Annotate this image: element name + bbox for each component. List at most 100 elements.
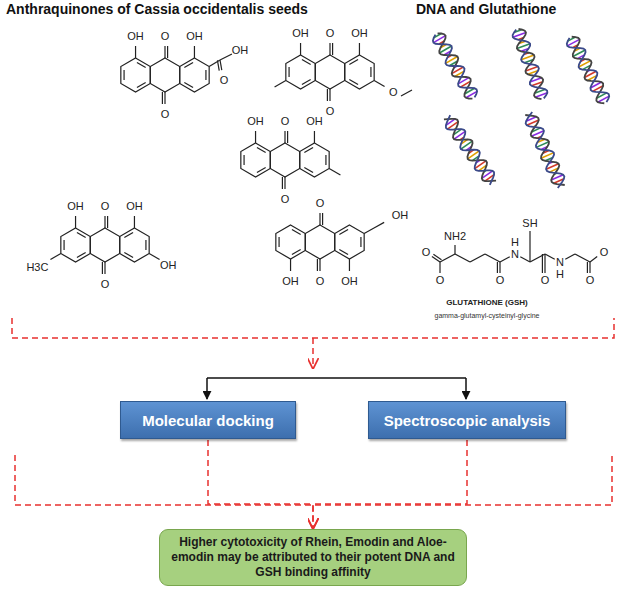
atom-label: O <box>281 116 290 127</box>
bond <box>282 177 283 189</box>
bond <box>500 257 510 262</box>
connector <box>208 440 313 528</box>
conclusion-box: Higher cytotoxicity of Rhein, Emodin and… <box>159 529 467 586</box>
bond <box>374 81 384 87</box>
ring <box>276 225 305 259</box>
bond <box>590 257 597 262</box>
dna-strand <box>513 30 548 99</box>
bond <box>287 131 288 143</box>
atom-label: OH <box>392 210 409 221</box>
anthraquinone-structures <box>50 43 412 274</box>
bond <box>454 245 455 254</box>
top-bracket <box>12 318 614 338</box>
bond <box>275 81 286 88</box>
ring <box>180 58 209 92</box>
bond <box>302 60 311 65</box>
method-box: Molecular docking <box>120 401 296 439</box>
atom-label: H3C <box>26 262 48 273</box>
ring <box>315 55 344 89</box>
bond <box>374 222 384 228</box>
bond <box>243 155 244 165</box>
atom-label: OH <box>282 276 299 287</box>
glutathione-structure <box>432 231 597 273</box>
bond <box>217 60 219 70</box>
bond <box>302 79 311 84</box>
bond <box>329 89 330 101</box>
atom-label: NH2 <box>444 231 466 242</box>
bond <box>329 169 340 176</box>
bond <box>339 230 348 235</box>
bond <box>319 213 320 225</box>
group-heading: Anthraquinones of Cassia occidentalis se… <box>6 2 308 16</box>
bond <box>50 254 60 260</box>
bond <box>77 252 86 257</box>
bond <box>137 82 146 87</box>
atom-label: OH <box>351 28 368 39</box>
bond <box>184 63 193 68</box>
bond <box>339 249 348 254</box>
ring <box>150 58 179 92</box>
bond <box>485 254 500 262</box>
bond <box>135 46 136 58</box>
bond <box>439 262 440 273</box>
bond <box>433 254 441 260</box>
atom-label: OH <box>67 201 84 212</box>
bottom-bracket <box>15 455 612 505</box>
bond <box>401 90 412 96</box>
dna-strand <box>446 115 494 185</box>
bond <box>184 82 193 87</box>
bond <box>359 43 360 55</box>
atom-label: N <box>556 257 564 268</box>
bond <box>545 254 555 259</box>
brackets <box>12 318 614 505</box>
bond <box>440 254 455 262</box>
atom-label: O <box>316 276 325 287</box>
bond <box>327 89 328 101</box>
ring <box>241 143 270 177</box>
bond <box>292 230 301 235</box>
bond <box>107 216 108 228</box>
bond <box>284 131 285 143</box>
ring <box>61 228 90 262</box>
ring <box>335 225 364 259</box>
bond <box>257 148 266 153</box>
bond <box>292 249 301 254</box>
bond <box>300 43 301 55</box>
bond <box>255 131 256 143</box>
bond <box>77 233 86 238</box>
molecule-caption: GLUTATHIONE (GSH) <box>446 299 527 307</box>
bond <box>587 262 588 273</box>
atom-label: OH <box>186 31 203 42</box>
atom-label: O <box>326 28 335 39</box>
bond <box>332 43 333 55</box>
atom-label: N <box>511 249 519 260</box>
dna-helices <box>433 29 609 188</box>
atom-label: O <box>389 86 398 97</box>
bond <box>542 254 543 273</box>
bond <box>124 233 133 238</box>
atom-label: O <box>600 247 609 258</box>
bond <box>322 213 323 225</box>
bond <box>529 231 530 262</box>
bond <box>329 43 330 55</box>
bond <box>589 262 590 273</box>
bond <box>220 54 232 60</box>
bond <box>164 92 165 104</box>
ring <box>90 228 119 262</box>
atom-label: OH <box>127 31 144 42</box>
ring <box>300 143 329 177</box>
atom-label: O <box>220 75 229 86</box>
ring <box>286 55 315 89</box>
bond <box>278 237 279 247</box>
ring <box>270 143 299 177</box>
molecule-caption: gamma-glutamyl-cysteinyl-glycine <box>434 312 539 319</box>
bond <box>220 60 222 70</box>
atom-label: O <box>161 109 170 120</box>
bond <box>497 262 498 273</box>
bond <box>104 216 105 228</box>
bond <box>455 254 470 262</box>
bond <box>257 167 266 172</box>
connector <box>313 440 467 528</box>
bond <box>349 259 350 271</box>
